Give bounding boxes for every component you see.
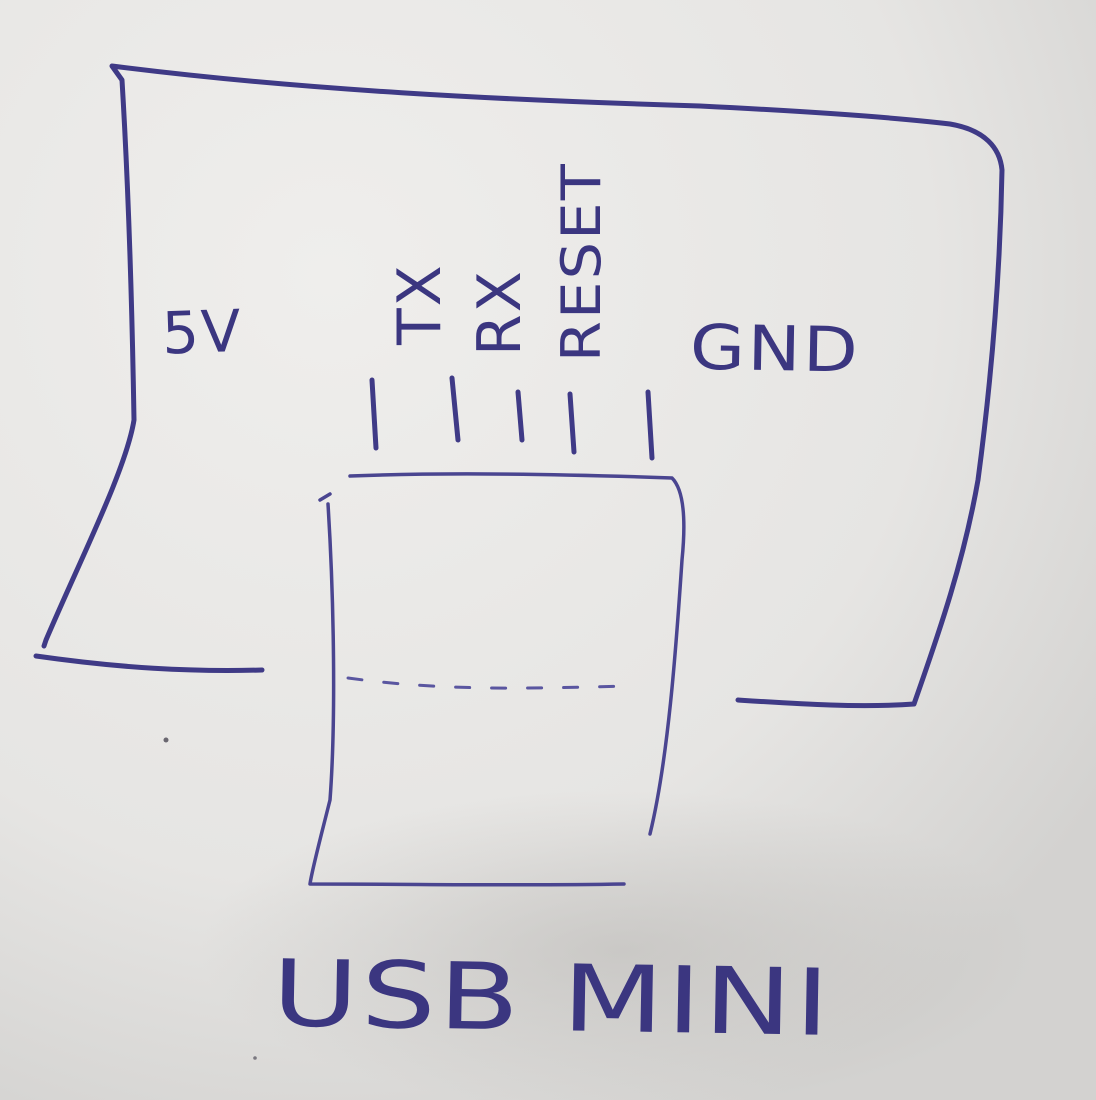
label-gnd: GND: [689, 311, 860, 387]
pin-ticks: [369, 375, 655, 461]
label-usb-mini: USB MINI: [271, 940, 833, 1057]
label-5v: 5V: [161, 297, 244, 368]
stray-dot: [163, 737, 169, 743]
paper-shadow: [200, 790, 1040, 1100]
label-reset: RESET: [550, 162, 613, 362]
label-rx: RX: [465, 269, 535, 356]
label-tx: TX: [385, 263, 455, 346]
pin-5v-tick: [369, 377, 379, 451]
pin-rx-tick: [515, 389, 525, 443]
stray-dot: [253, 1056, 257, 1060]
pin-tx-tick: [449, 375, 461, 443]
pin-gnd-tick: [645, 389, 655, 461]
pin-reset-tick: [567, 391, 577, 455]
usb-connector-divider: [346, 676, 632, 690]
board-outline: [33, 63, 1005, 709]
usb-connector-outline: [308, 472, 686, 887]
